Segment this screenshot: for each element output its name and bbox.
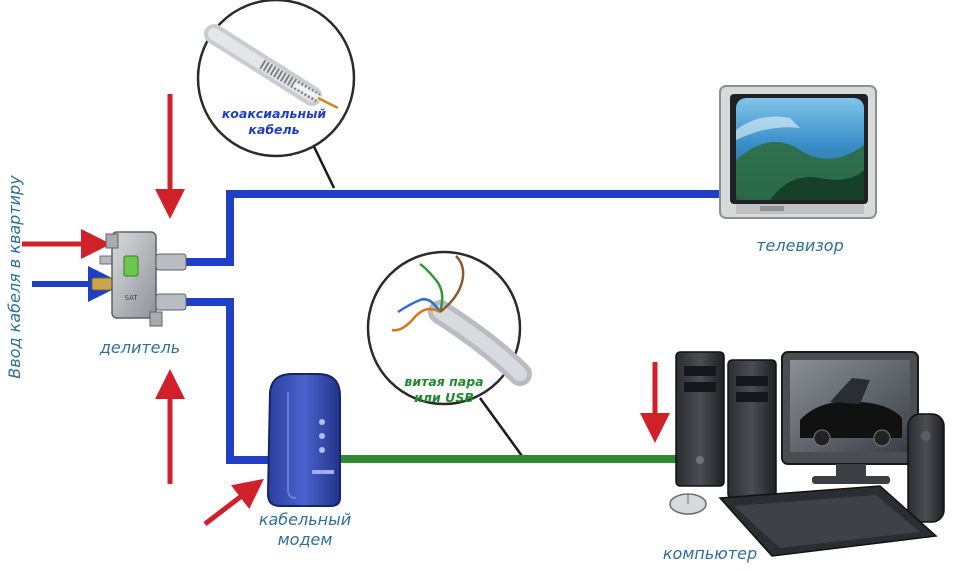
splitter-label: делитель: [99, 338, 181, 357]
coax-callout-label: коаксиальный кабель: [196, 106, 352, 138]
twisted-pair-icon: [366, 250, 532, 406]
coax-label-line1: коаксиальный: [221, 106, 327, 121]
splitter-icon: SAT: [91, 231, 187, 327]
tv-label: телевизор: [756, 236, 844, 255]
coax-cable-to-modem: [186, 298, 270, 464]
modem-label: кабельный модем: [242, 510, 368, 550]
twisted-callout-label: витая пара или USB: [374, 374, 514, 406]
tv-icon: [719, 85, 877, 219]
twisted-label-line1: витая пара: [404, 374, 484, 389]
red-arrow-modem: [203, 478, 264, 526]
svg-text:SAT: SAT: [124, 294, 138, 302]
coax-cable-icon: [196, 0, 356, 158]
cable-input-label: Ввод кабеля в квартиру: [5, 175, 24, 379]
computer-icon: [669, 351, 945, 557]
coax-cable-to-tv: [186, 190, 740, 266]
computer-label: компьютер: [662, 544, 758, 563]
coax-label-line2: кабель: [248, 122, 300, 137]
twisted-label-line2: или USB: [414, 390, 474, 405]
twisted-callout-leader: [478, 397, 524, 457]
cable-modem-icon: [266, 373, 341, 507]
modem-label-line2: модем: [277, 530, 333, 549]
modem-label-line1: кабельный: [258, 510, 352, 529]
